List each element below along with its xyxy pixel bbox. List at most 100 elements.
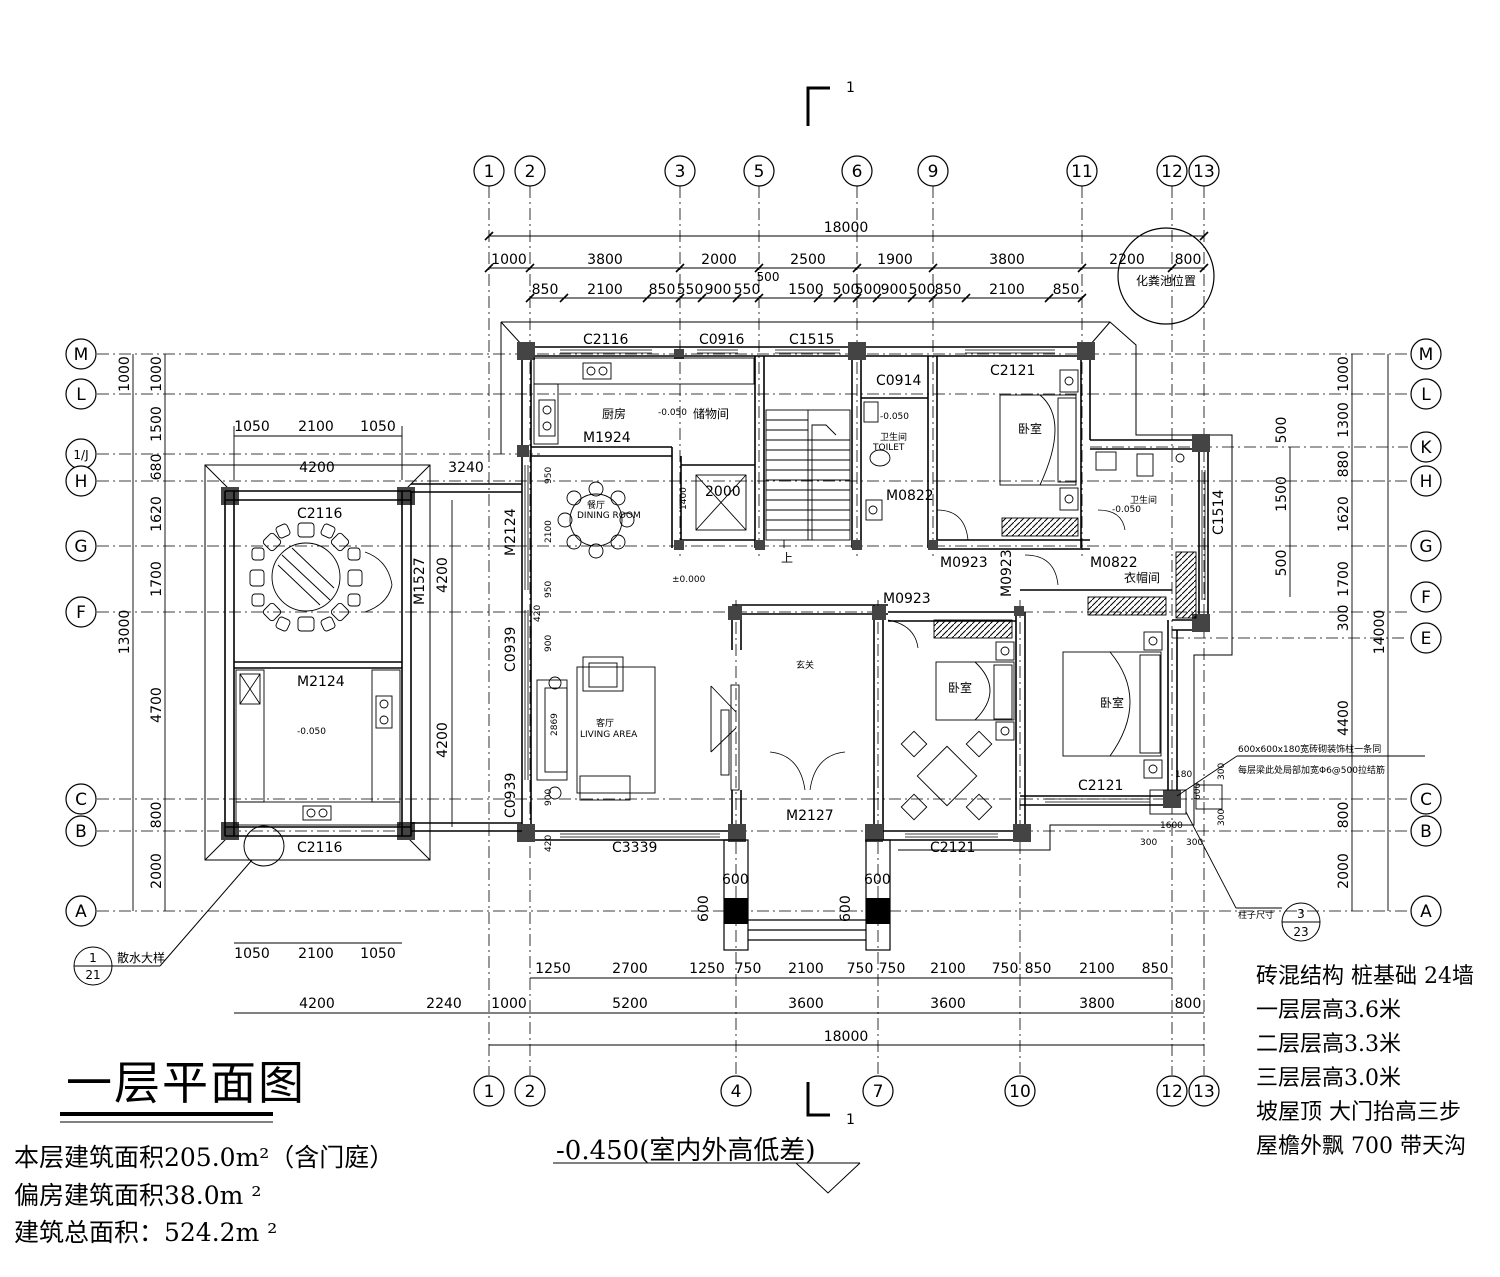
axis-label-right: H (1420, 472, 1433, 492)
room-label-foyer: 玄关 (796, 659, 814, 671)
dim-left-col1: 680 (149, 454, 165, 481)
dim-left-col1: 1620 (149, 496, 165, 532)
dim-bottom-row1: 2100 (930, 961, 966, 977)
axis-label-bottom: 2 (525, 1082, 536, 1102)
dim-wing-top: 2100 (298, 419, 334, 435)
section-mark-bottom-label: 1 (846, 1112, 855, 1128)
axis-label-bottom: 4 (731, 1082, 742, 1102)
small-dim: 600 (838, 895, 854, 922)
room-label-toilet-en: TOILET (872, 443, 905, 453)
dim-top-row2: 500 (909, 282, 936, 298)
label-m0822a: M0822 (886, 488, 934, 504)
dim-right-col1: 800 (1336, 802, 1352, 829)
axis-bubble-bottom-12 (1156, 1075, 1188, 1107)
drawing-title: 一层平面图 (66, 1056, 306, 1110)
axis-bubble-top-9 (917, 155, 949, 187)
dim-bottom-row2: 2240 (426, 996, 462, 1012)
roof-eave-outline (204, 321, 1233, 861)
axis-label-bottom: 13 (1193, 1082, 1215, 1102)
label-d2869: 2869 (550, 713, 560, 736)
wing-kitchen (235, 669, 401, 826)
axis-bubble-top-12 (1156, 155, 1188, 187)
axis-label-left: F (76, 603, 86, 623)
axis-bubble-top-11 (1066, 155, 1098, 187)
axis-label-right: L (1421, 385, 1431, 405)
axis-label-right: F (1421, 588, 1431, 608)
dim-right-col1: 1620 (1336, 496, 1352, 532)
axis-bubble-top-13 (1188, 155, 1220, 187)
area-line-1: 本层建筑面积205.0m²（含门庭） (14, 1143, 395, 1172)
axis-label-bottom: 10 (1009, 1082, 1031, 1102)
axis-label-top: 2 (525, 162, 536, 182)
axis-bubbles-right (1410, 338, 1442, 927)
dim-right-col2: 1500 (1274, 476, 1290, 512)
dim-wing-vert: 4200 (435, 722, 451, 758)
dim-top-row2: 1500 (788, 282, 824, 298)
axis-label-left: G (74, 537, 87, 557)
axis-label-left: C (75, 790, 87, 810)
label-c2121a: C2121 (990, 363, 1035, 379)
column-ref-top: 3 (1297, 907, 1305, 921)
note-1: 砖混结构 桩基础 24墙 (1256, 964, 1474, 989)
label-m2124b: M2124 (297, 674, 345, 690)
scatter-detail-ref (73, 859, 253, 986)
dim-top-row1: 2200 (1109, 252, 1145, 268)
label-c2116a: C2116 (583, 332, 628, 348)
dim-bottom-row2: 3600 (930, 996, 966, 1012)
axis-bubbles-top (473, 155, 1220, 187)
axis-label-bottom: 12 (1161, 1082, 1183, 1102)
axis-bubble-top-3 (664, 155, 696, 187)
side-dimension-lines (132, 354, 1389, 911)
door-swings (364, 509, 1126, 791)
lift-dim-v: 1400 (679, 487, 689, 510)
wardrobes (1001, 517, 1197, 619)
label-c2121b: C2121 (930, 840, 975, 856)
bath-fixtures (1095, 451, 1185, 477)
porch-posts (723, 839, 891, 951)
axis-label-top: 3 (675, 162, 686, 182)
dim-top-row2: 850 (935, 282, 962, 298)
note-2: 一层层高3.6米 (1256, 998, 1401, 1023)
dim-bottom-total: 18000 (824, 1029, 869, 1045)
square-table-chairs (900, 730, 993, 821)
wing-dimension-lines (233, 426, 530, 1014)
axis-bubble-top-5 (743, 155, 775, 187)
room-label-dining: 餐厅 (587, 499, 605, 511)
dim-left-col1: 1700 (149, 561, 165, 597)
note-6: 屋檐外飘 700 带天沟 (1256, 1134, 1466, 1159)
axis-label-left: 1/J (73, 448, 88, 462)
axis-grid-lines (97, 186, 1408, 1075)
axis-label-right: B (1420, 822, 1432, 842)
note-5: 坡屋顶 大门抬高三步 (1256, 1100, 1461, 1125)
dim-top-row1: 3800 (989, 252, 1025, 268)
dim-top-row2: 900 (881, 282, 908, 298)
dining-table (557, 481, 635, 559)
small-dim: 900 (544, 635, 554, 652)
dim-wing-top: 1050 (234, 419, 270, 435)
top-dimension-lines (484, 231, 1209, 303)
small-dim: 2100 (544, 520, 554, 543)
axis-label-left: H (75, 472, 88, 492)
room-label-toilet: 卫生间 (880, 431, 907, 443)
small-dim: 600 (864, 872, 891, 888)
dim-left-col1: 2000 (149, 853, 165, 889)
label-m1924: M1924 (583, 430, 631, 446)
dim-top-mid: 500 (757, 270, 780, 284)
dim-bottom-row1: 1250 (535, 961, 571, 977)
section-mark-bottom (806, 1082, 830, 1117)
dim-right-col1: 2000 (1336, 853, 1352, 889)
axis-bubble-bottom-2 (514, 1075, 546, 1107)
scatter-ref-bottom: 21 (85, 968, 100, 982)
axis-label-left: M (74, 345, 89, 365)
dim-right-col1: 1700 (1336, 561, 1352, 597)
axis-label-bottom: 7 (873, 1082, 884, 1102)
column-note-2: 每层梁此处局部加宽Φ6@500拉结筋 (1238, 764, 1385, 776)
label-c0939a: C0939 (503, 627, 519, 672)
label-c0939b: C0939 (503, 773, 519, 818)
section-mark-top-label: 1 (846, 80, 855, 96)
dim-left-col1: 800 (149, 802, 165, 829)
living-sofa-set (536, 656, 740, 801)
dim-top-row1: 800 (1175, 252, 1202, 268)
small-dim: 1600 (1160, 821, 1183, 831)
